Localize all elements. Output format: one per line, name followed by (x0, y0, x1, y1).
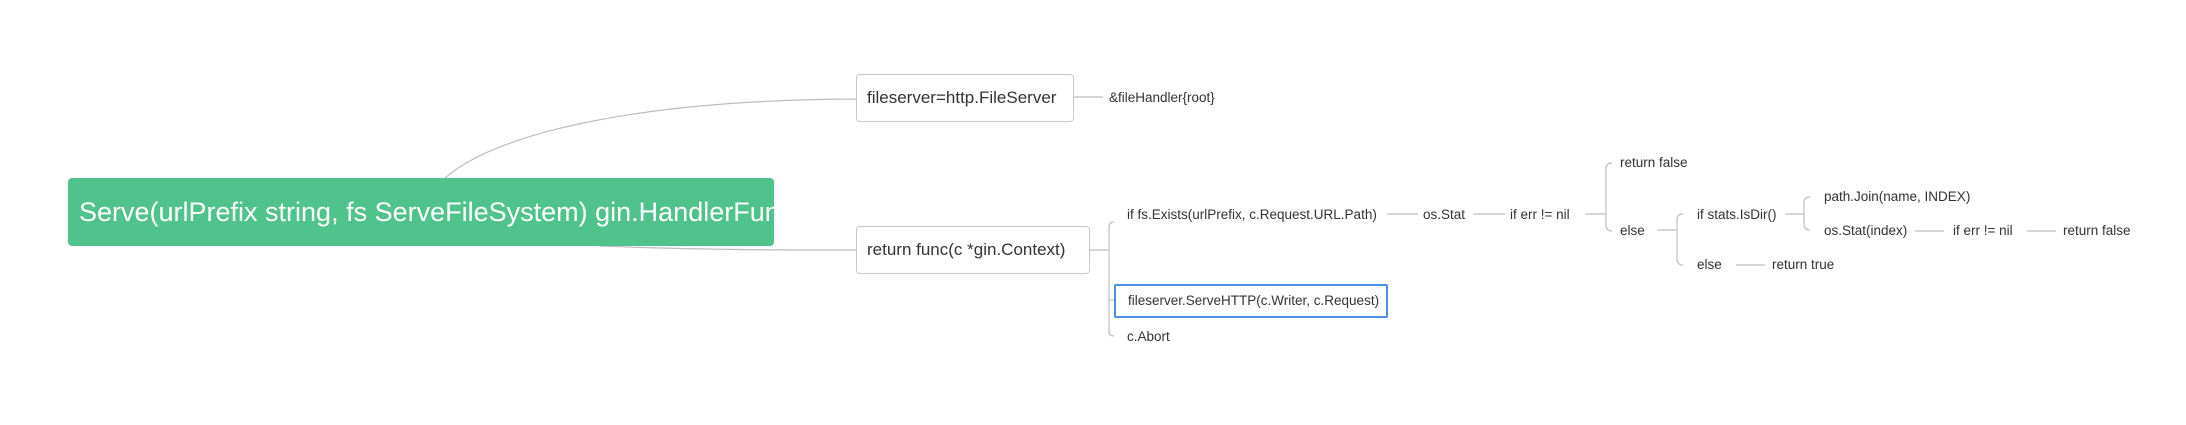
connector-root-return (599, 245, 857, 251)
topic-path-join[interactable]: path.Join(name, INDEX) (1824, 189, 1971, 204)
topic-serve-http[interactable]: fileserver.ServeHTTP(c.Writer, c.Request… (1114, 284, 1388, 318)
topic-if-isdir[interactable]: if stats.IsDir() (1697, 207, 1777, 222)
topic-os-stat[interactable]: os.Stat (1423, 207, 1466, 222)
topic-if-err-2[interactable]: if err != nil (1953, 223, 2013, 238)
topic-os-stat-index[interactable]: os.Stat(index) (1824, 223, 1908, 238)
topic-return-false-1[interactable]: return false (1620, 155, 1688, 170)
topic-fileserver[interactable]: fileserver=http.FileServer (856, 74, 1074, 122)
topic-if-err[interactable]: if err != nil (1510, 207, 1570, 222)
topic-else-1[interactable]: else (1620, 223, 1645, 238)
topic-if-exists[interactable]: if fs.Exists(urlPrefix, c.Request.URL.Pa… (1127, 207, 1377, 222)
bracket-isdir-children (1803, 196, 1811, 231)
topic-return-true[interactable]: return true (1772, 257, 1835, 272)
connector-root-fileserver (444, 98, 857, 179)
root-topic[interactable]: Serve(urlPrefix string, fs ServeFileSyst… (68, 178, 793, 246)
topic-file-handler[interactable]: &fileHandler{root} (1109, 90, 1215, 105)
topic-else-2[interactable]: else (1697, 257, 1722, 272)
topic-abort[interactable]: c.Abort (1127, 329, 1170, 344)
bracket-return-children (1108, 221, 1115, 337)
topic-return-false-2[interactable]: return false (2063, 223, 2131, 238)
bracket-else-children (1676, 213, 1684, 266)
bracket-iferr-children (1605, 162, 1613, 232)
topic-return-func[interactable]: return func(c *gin.Context) (856, 226, 1090, 274)
